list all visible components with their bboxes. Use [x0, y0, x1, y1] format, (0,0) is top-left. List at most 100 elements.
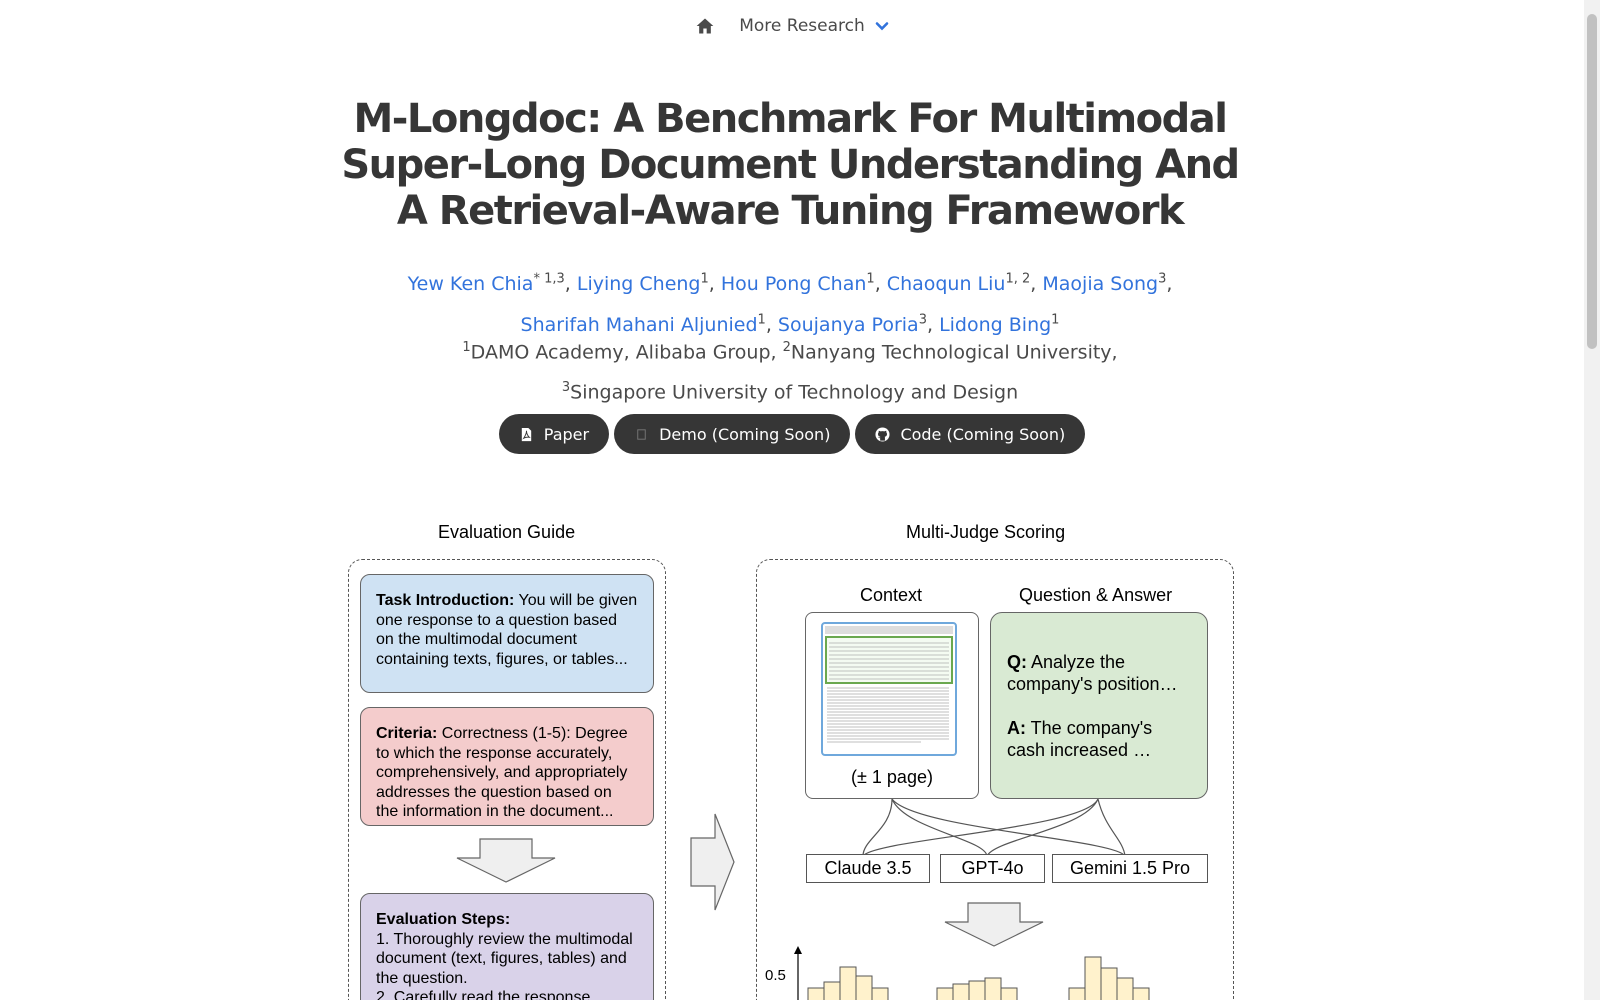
author-separator: , — [1030, 273, 1043, 296]
model-box-gemini: Gemini 1.5 Pro — [1052, 854, 1208, 883]
hist-bar — [1084, 956, 1102, 1000]
page-scrollbar[interactable] — [1584, 0, 1600, 1000]
criteria-text: Correctness (1-5): Degree to which the r… — [376, 725, 628, 820]
hist-bar — [984, 977, 1002, 1000]
affiliation-name: DAMO Academy, Alibaba Group, — [470, 341, 783, 364]
author-link[interactable]: Maojia Song — [1042, 273, 1159, 296]
author-separator: , — [765, 313, 778, 336]
author-entry: Soujanya Poria3, — [777, 312, 940, 336]
context-box: (± 1 page) — [805, 612, 979, 799]
author-affil-sup: 1 — [1051, 312, 1060, 328]
affiliation-sup: 1 — [462, 340, 471, 355]
link-buttons: Paper Demo (Coming Soon) Code (Coming So… — [0, 414, 1584, 454]
author-separator: , — [564, 273, 577, 296]
document-page-icon — [821, 622, 957, 756]
hist-bar — [1100, 967, 1118, 1000]
score-histograms: 0.5 — [765, 946, 1150, 1000]
evaluation-guide-title: Evaluation Guide — [438, 524, 576, 542]
author-entry: Hou Pong Chan1, — [720, 272, 887, 296]
y-axis-arrowhead — [794, 946, 802, 954]
multi-judge-scoring-title: Multi-Judge Scoring — [906, 524, 1066, 542]
evaluation-steps-box: Evaluation Steps: 1. Thoroughly review t… — [360, 893, 654, 1000]
task-text: You will be given one response to a ques… — [376, 592, 638, 668]
hist-bar — [823, 981, 841, 1000]
author-affil-sup: 1 — [757, 312, 766, 328]
hist-bar — [807, 987, 825, 1000]
author-affil-sup: * 1,3 — [533, 272, 565, 287]
hist-bar — [855, 975, 873, 1000]
model-box-claude: Claude 3.5 — [806, 854, 930, 883]
author-link[interactable]: Sharifah Mahani Aljunied — [520, 313, 758, 336]
scrollbar-thumb[interactable] — [1587, 14, 1597, 349]
down-arrow-icon — [944, 902, 1044, 947]
right-arrow-icon — [690, 813, 735, 911]
github-icon — [875, 426, 890, 442]
author-affil-sup: 1 — [700, 272, 709, 287]
hist-bar — [1068, 987, 1086, 1000]
author-separator: , — [926, 313, 940, 336]
overview-figure: Evaluation Guide Task Introduction: You … — [345, 524, 1238, 1000]
steps-line: 2. Carefully read the response — [376, 989, 591, 1000]
author-separator: , — [874, 273, 887, 296]
author-separator: , — [1166, 273, 1173, 296]
evaluation-guide-panel — [348, 559, 666, 1000]
q-text: Analyze the company's position… — [1007, 652, 1178, 694]
affiliation-list: 1DAMO Academy, Alibaba Group, 2Nanyang T… — [330, 330, 1250, 411]
steps-label: Evaluation Steps: — [376, 911, 511, 928]
code-button[interactable]: Code (Coming Soon) — [855, 414, 1086, 454]
demo-button[interactable]: Demo (Coming Soon) — [614, 414, 851, 454]
author-link[interactable]: Lidong Bing — [939, 313, 1052, 336]
more-research-label: More Research — [739, 16, 865, 36]
author-affil-sup: 1 — [866, 272, 875, 287]
model-box-gpt4o: GPT-4o — [940, 854, 1045, 883]
author-entry: Yew Ken Chia* 1,3, — [407, 272, 577, 296]
author-entry: Sharifah Mahani Aljunied1, — [520, 312, 778, 336]
steps-line: 1. Thoroughly review the multimodal docu… — [376, 930, 633, 987]
a-label: A: — [1007, 718, 1026, 738]
affiliation-sup: 3 — [561, 380, 571, 396]
author-affil-sup: 3 — [1158, 272, 1167, 287]
hist-bar — [871, 987, 889, 1000]
pdf-icon — [521, 427, 531, 441]
paper-button[interactable]: Paper — [498, 414, 610, 454]
qa-title: Question & Answer — [1019, 585, 1173, 605]
hist-bar — [1132, 987, 1150, 1000]
author-list: Yew Ken Chia* 1,3, Liying Cheng1, Hou Po… — [330, 262, 1250, 343]
hist-bar — [1000, 987, 1018, 1000]
author-link[interactable]: Hou Pong Chan — [720, 273, 867, 296]
multi-judge-scoring-panel — [756, 559, 1234, 1000]
author-link[interactable]: Yew Ken Chia — [407, 273, 534, 296]
code-button-label: Code (Coming Soon) — [900, 424, 1066, 444]
criteria-box: Criteria: Correctness (1-5): Degree to w… — [360, 707, 654, 826]
affiliation-name: Singapore University of Technology and D… — [570, 381, 1019, 404]
context-caption: (± 1 page) — [851, 767, 933, 787]
demo-icon — [637, 428, 646, 440]
context-title: Context — [860, 585, 923, 605]
author-link[interactable]: Soujanya Poria — [777, 313, 919, 336]
more-research-dropdown[interactable]: More Research — [739, 16, 889, 36]
hist-bar — [1116, 977, 1134, 1000]
author-entry: Lidong Bing1 — [939, 312, 1060, 336]
top-navbar: More Research — [0, 0, 1584, 52]
home-icon[interactable] — [695, 16, 715, 36]
q-label: Q: — [1007, 652, 1027, 672]
author-entry: Chaoqun Liu1, 2, — [886, 272, 1043, 296]
author-link[interactable]: Chaoqun Liu — [886, 273, 1006, 296]
a-text: The company's cash increased … — [1007, 718, 1153, 760]
chevron-down-icon — [875, 22, 889, 31]
hist-bar — [968, 980, 986, 1000]
criteria-label: Criteria: — [376, 725, 438, 742]
judge-connector-lines — [862, 799, 1126, 857]
author-entry: Maojia Song3, — [1042, 272, 1173, 296]
paper-button-label: Paper — [543, 424, 590, 444]
page-title: M-Longdoc: A Benchmark For Multimodal Su… — [341, 96, 1240, 234]
qa-box: Q: Analyze the company's position… A: Th… — [990, 612, 1208, 799]
author-link[interactable]: Liying Cheng — [576, 273, 701, 296]
author-entry: Liying Cheng1, — [576, 272, 721, 296]
down-arrow-icon — [456, 838, 556, 883]
author-separator: , — [708, 273, 721, 296]
affiliation-name: Nanyang Technological University, — [790, 341, 1118, 364]
affiliation-sup: 2 — [782, 340, 791, 355]
task-introduction-box: Task Introduction: You will be given one… — [360, 574, 654, 693]
demo-button-label: Demo (Coming Soon) — [659, 424, 831, 444]
